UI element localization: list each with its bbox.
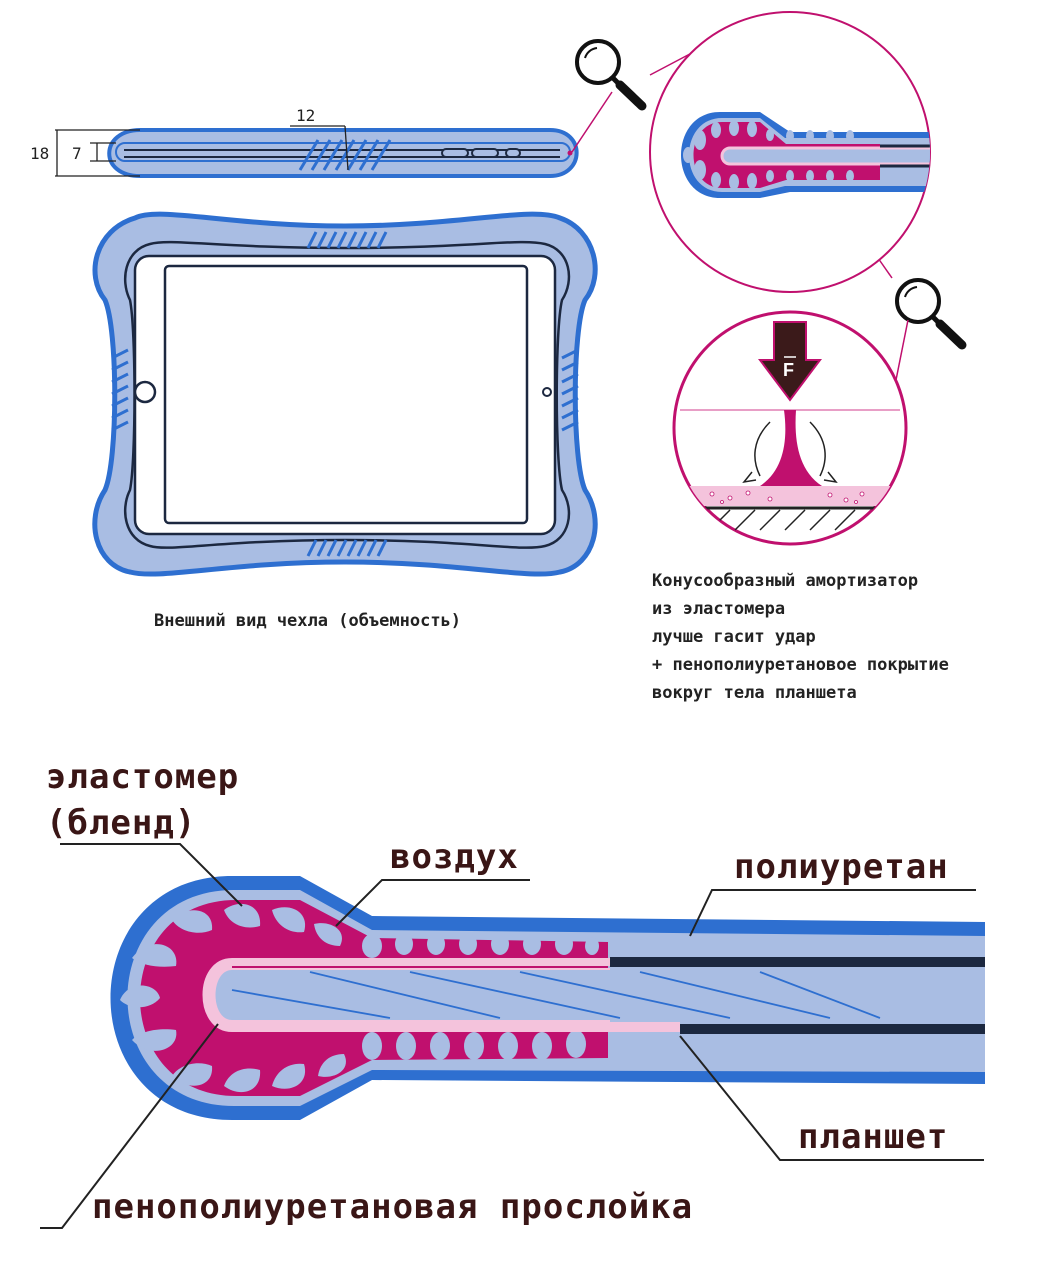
front-ribs (111, 231, 579, 557)
leader-lines (40, 843, 984, 1229)
tablet-hatching (231, 971, 881, 1019)
cross-section (40, 843, 985, 1229)
zoom-detail-edge (571, 11, 931, 293)
zoom-detail-force: F (672, 310, 909, 546)
dimension-inner: 7 (72, 144, 82, 163)
label-air: воздух (390, 837, 519, 877)
view-caption: Внешний вид чехла (объемность) (154, 611, 461, 631)
force-label: F (783, 360, 794, 380)
camera-dot (542, 387, 552, 397)
home-button (133, 380, 157, 404)
note-line-3: лучше гасит удар (652, 627, 816, 647)
note-block: Конусообразный амортизатор из эластомера… (652, 571, 949, 703)
label-polyurethane: полиуретан (734, 847, 949, 887)
label-tablet: планшет (798, 1117, 948, 1157)
label-foam-layer: пенополиуретановая прослойка (92, 1187, 693, 1227)
note-line-2: из эластомера (652, 599, 785, 619)
note-line-4: + пенополиуретановое покрытие (652, 655, 949, 675)
label-elastomer-1: эластомер (46, 757, 239, 797)
note-line-1: Конусообразный амортизатор (652, 571, 918, 591)
front-view (92, 211, 598, 577)
dimension-ribs: 12 (296, 106, 315, 125)
magnifier-icon (575, 39, 647, 111)
dimension-lines (55, 125, 349, 177)
side-ribs (298, 139, 392, 171)
dimension-total: 18 (30, 144, 49, 163)
side-profile: 18 7 12 (30, 106, 579, 178)
air-cells (120, 903, 599, 1093)
side-buttons (441, 148, 521, 158)
magnifier-icon (895, 278, 967, 350)
force-arrow (758, 321, 822, 402)
note-line-5: вокруг тела планшета (652, 683, 857, 703)
label-elastomer-2: (бленд) (46, 803, 196, 843)
